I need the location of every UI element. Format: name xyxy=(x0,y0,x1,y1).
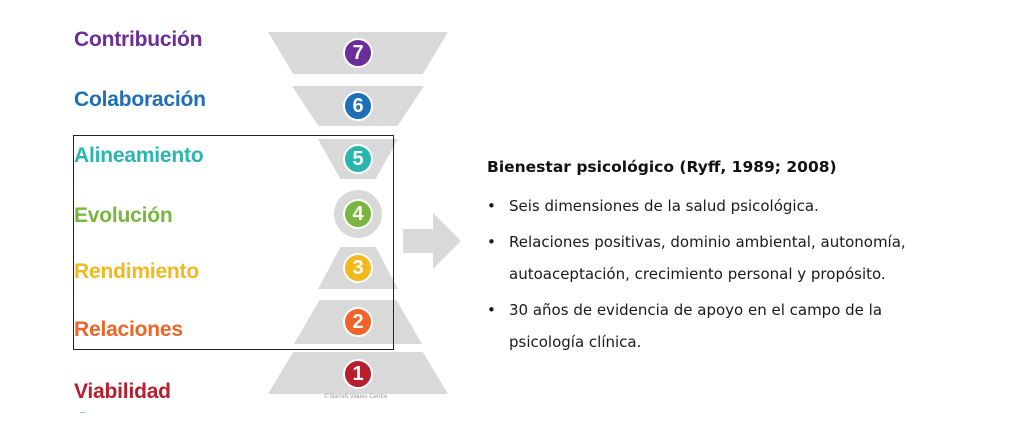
level-label-3: Rendimiento xyxy=(74,260,199,283)
level-label-6: Colaboración xyxy=(74,88,206,111)
bullet-item: 30 años de evidencia de apoyo en el camp… xyxy=(487,294,949,358)
highlight-frame xyxy=(73,135,394,350)
bullet-list: Seis dimensiones de la salud psicológica… xyxy=(487,190,987,358)
copyright-text: © Barrett Values Centre xyxy=(324,394,388,400)
level-label-7: Contribución xyxy=(74,28,203,51)
level-5-number: 5 xyxy=(343,144,373,174)
right-arrow-icon xyxy=(403,213,461,269)
level-label-1: Viabilidad xyxy=(74,380,171,403)
info-panel: Bienestar psicológico (Ryff, 1989; 2008)… xyxy=(487,158,987,362)
level-2-number: 2 xyxy=(343,307,373,337)
bullet-item: Seis dimensiones de la salud psicológica… xyxy=(487,190,987,222)
level-6-number: 6 xyxy=(343,91,373,121)
level-1-number: 1 xyxy=(343,359,373,389)
level-4-number: 4 xyxy=(343,199,373,229)
cropped-glyph: ¯ xyxy=(80,412,86,423)
bullet-item: Relaciones positivas, dominio ambiental,… xyxy=(487,226,949,290)
level-label-2: Relaciones xyxy=(74,318,183,341)
level-7-number: 7 xyxy=(343,38,373,68)
level-label-4: Evolución xyxy=(74,204,173,227)
level-label-5: Alineamiento xyxy=(74,144,204,167)
level-3-number: 3 xyxy=(343,253,373,283)
panel-title: Bienestar psicológico (Ryff, 1989; 2008) xyxy=(487,158,837,176)
